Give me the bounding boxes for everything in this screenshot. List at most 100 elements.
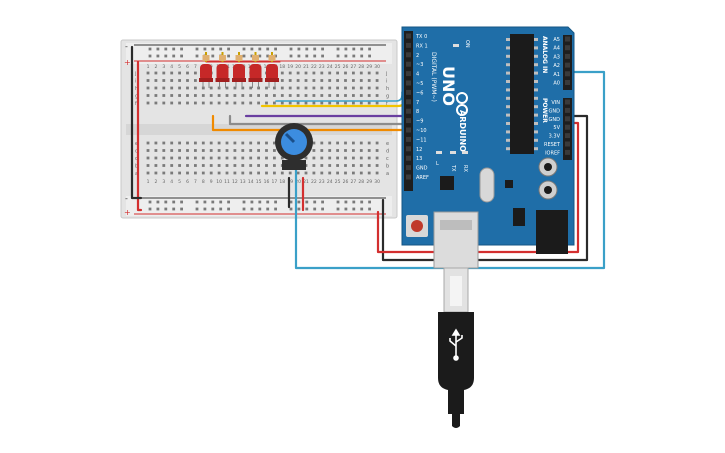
rail-hole[interactable] xyxy=(352,47,356,51)
breadboard-hole[interactable] xyxy=(288,71,292,75)
breadboard-hole[interactable] xyxy=(367,94,371,97)
breadboard-hole[interactable] xyxy=(209,149,213,152)
rail-hole[interactable] xyxy=(360,207,364,211)
breadboard-hole[interactable] xyxy=(344,171,347,175)
rail-hole[interactable] xyxy=(164,207,168,211)
breadboard-hole[interactable] xyxy=(328,79,332,82)
breadboard-hole[interactable] xyxy=(146,141,150,145)
rail-hole[interactable] xyxy=(250,200,254,204)
breadboard-hole[interactable] xyxy=(265,86,268,90)
rail-hole[interactable] xyxy=(360,200,364,204)
breadboard-hole[interactable] xyxy=(328,171,332,175)
breadboard-hole[interactable] xyxy=(273,149,276,152)
breadboard-hole[interactable] xyxy=(320,156,324,160)
breadboard-hole[interactable] xyxy=(241,86,245,90)
rail-hole[interactable] xyxy=(258,47,262,51)
breadboard-hole[interactable] xyxy=(233,86,237,90)
breadboard-hole[interactable] xyxy=(217,164,221,167)
rail-hole[interactable] xyxy=(289,200,293,204)
rail-hole[interactable] xyxy=(274,54,277,58)
rail-hole[interactable] xyxy=(172,47,176,51)
breadboard-hole[interactable] xyxy=(209,164,213,167)
breadboard-hole[interactable] xyxy=(273,86,276,90)
rail-hole[interactable] xyxy=(297,207,301,211)
led[interactable] xyxy=(248,52,263,88)
breadboard-hole[interactable] xyxy=(375,101,379,105)
led[interactable] xyxy=(215,52,230,88)
breadboard-hole[interactable] xyxy=(170,156,174,160)
rail-hole[interactable] xyxy=(274,200,277,204)
breadboard-hole[interactable] xyxy=(336,94,339,97)
reset-button[interactable] xyxy=(411,220,423,232)
rail-hole[interactable] xyxy=(258,54,262,58)
digital-pin[interactable] xyxy=(406,99,411,105)
rail-hole[interactable] xyxy=(195,47,199,51)
breadboard-hole[interactable] xyxy=(194,141,197,145)
breadboard-hole[interactable] xyxy=(170,94,174,97)
breadboard-hole[interactable] xyxy=(367,86,371,90)
rail-hole[interactable] xyxy=(336,200,340,204)
breadboard-hole[interactable] xyxy=(241,101,245,105)
breadboard-hole[interactable] xyxy=(312,94,316,97)
digital-pin[interactable] xyxy=(406,89,411,95)
breadboard-hole[interactable] xyxy=(336,101,339,105)
breadboard-hole[interactable] xyxy=(344,79,347,82)
rail-hole[interactable] xyxy=(172,207,176,211)
rail-hole[interactable] xyxy=(321,54,324,58)
breadboard-hole[interactable] xyxy=(344,71,347,75)
rail-hole[interactable] xyxy=(344,200,348,204)
breadboard-hole[interactable] xyxy=(154,156,158,160)
rail-hole[interactable] xyxy=(242,54,246,58)
digital-pin[interactable] xyxy=(406,146,411,152)
breadboard-hole[interactable] xyxy=(146,71,150,75)
breadboard-hole[interactable] xyxy=(328,71,332,75)
breadboard-hole[interactable] xyxy=(194,156,197,160)
breadboard-hole[interactable] xyxy=(209,101,213,105)
breadboard-hole[interactable] xyxy=(320,164,324,167)
breadboard-hole[interactable] xyxy=(162,86,166,90)
breadboard-hole[interactable] xyxy=(328,86,332,90)
breadboard-hole[interactable] xyxy=(233,164,237,167)
rail-hole[interactable] xyxy=(305,47,309,51)
breadboard-hole[interactable] xyxy=(194,101,197,105)
digital-pin[interactable] xyxy=(406,52,411,58)
breadboard-hole[interactable] xyxy=(296,101,300,105)
rail-hole[interactable] xyxy=(336,54,340,58)
rail-hole[interactable] xyxy=(172,200,176,204)
rail-hole[interactable] xyxy=(344,54,348,58)
rail-hole[interactable] xyxy=(164,200,168,204)
breadboard-hole[interactable] xyxy=(320,71,324,75)
breadboard-hole[interactable] xyxy=(201,149,205,152)
breadboard-hole[interactable] xyxy=(162,156,166,160)
breadboard-hole[interactable] xyxy=(162,149,166,152)
breadboard-hole[interactable] xyxy=(225,101,229,105)
rail-hole[interactable] xyxy=(195,54,199,58)
breadboard-hole[interactable] xyxy=(336,164,339,167)
breadboard-hole[interactable] xyxy=(265,171,268,175)
breadboard-hole[interactable] xyxy=(241,156,245,160)
breadboard-hole[interactable] xyxy=(288,101,292,105)
rail-hole[interactable] xyxy=(336,47,340,51)
breadboard-hole[interactable] xyxy=(217,149,221,152)
rail-hole[interactable] xyxy=(321,200,324,204)
rail-hole[interactable] xyxy=(368,47,371,51)
rail-hole[interactable] xyxy=(336,207,340,211)
breadboard-hole[interactable] xyxy=(249,86,253,90)
digital-header-pins[interactable] xyxy=(406,33,411,180)
breadboard-hole[interactable] xyxy=(154,141,158,145)
rail-hole[interactable] xyxy=(274,47,277,51)
breadboard-hole[interactable] xyxy=(154,149,158,152)
breadboard-hole[interactable] xyxy=(352,101,355,105)
rail-hole[interactable] xyxy=(266,47,270,51)
breadboard-hole[interactable] xyxy=(233,141,237,145)
rail-hole[interactable] xyxy=(313,200,317,204)
breadboard-hole[interactable] xyxy=(146,101,150,105)
rail-hole[interactable] xyxy=(156,54,160,58)
breadboard-hole[interactable] xyxy=(336,149,339,152)
breadboard-hole[interactable] xyxy=(209,156,213,160)
analog-pin[interactable] xyxy=(565,53,570,59)
breadboard-hole[interactable] xyxy=(154,171,158,175)
breadboard-hole[interactable] xyxy=(367,79,371,82)
breadboard-hole[interactable] xyxy=(304,79,308,82)
led[interactable] xyxy=(265,52,279,88)
